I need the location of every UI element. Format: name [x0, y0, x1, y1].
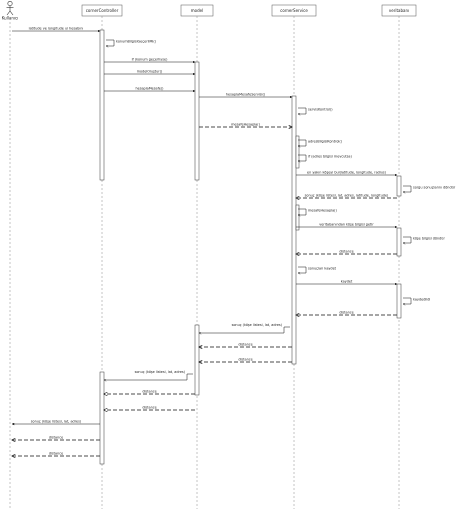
self-call-arrow: [298, 154, 307, 161]
message-4: modelOluştur(): [104, 70, 196, 76]
message-9: adresBilgisiKontrol(): [298, 140, 343, 147]
message-label: konumBilgisiGeçerliMi(): [116, 40, 157, 44]
message-27: distance: [104, 406, 195, 411]
activation-model-2: [194, 324, 200, 396]
message-20: kaydedildi: [403, 298, 430, 305]
message-5: hesaplaMesafe(): [104, 87, 196, 93]
message-label: sonuç (köşe listesi, lat, adres): [232, 323, 283, 327]
message-label: distance: [142, 390, 156, 394]
lifeline-db: veritabanı: [381, 4, 417, 509]
self-call-arrow: [298, 139, 307, 146]
message-label: if (konum geçerliyse): [132, 58, 168, 62]
actor-icon: [6, 0, 14, 16]
message-label: distance: [238, 343, 252, 347]
activation-service-nested: [295, 135, 300, 169]
message-label: distance: [339, 250, 353, 254]
message-10: if (adres bilgisi mevcutsa): [298, 155, 353, 162]
message-label: modelOluştur(): [137, 70, 163, 74]
message-label: servisKontrol(): [308, 108, 333, 112]
message-label: distance: [142, 406, 156, 410]
lifeline-label-model: model: [191, 8, 203, 13]
message-23: distance: [199, 343, 292, 348]
activation-controller-1: [99, 29, 105, 181]
self-call-arrow: [106, 39, 115, 46]
messages: latitude ve longitude ui hesabını konumBi…: [12, 27, 456, 457]
self-call-arrow: [298, 208, 307, 215]
self-call-arrow: [298, 107, 307, 114]
message-24: distance: [199, 358, 292, 363]
message-19: kaydet: [296, 280, 398, 286]
message-label: mesafeHesapla(): [231, 123, 260, 127]
message-label: köşe bilgisi döndür: [413, 237, 445, 241]
return-call-arrow: [104, 373, 193, 380]
self-call-arrow: [403, 236, 412, 243]
activation-controller-2: [99, 371, 105, 465]
message-1: latitude ve longitude ui hesabını: [12, 27, 101, 33]
lifeline-model: model: [180, 4, 214, 509]
message-label: distance: [339, 311, 353, 315]
activation-service-1: [291, 95, 297, 365]
lifelines: Kullanıcı cornerController model cornerS…: [2, 0, 417, 509]
activation-model-1: [194, 61, 200, 181]
message-label: adresBilgisiKontrol(): [308, 140, 343, 144]
message-17: distance: [296, 250, 397, 255]
message-label: distance: [238, 358, 252, 362]
message-label: sonuç (köşe listesi, lat, adres): [31, 420, 82, 424]
message-label: sonuçları kaydet: [308, 267, 337, 271]
message-label: sorgu sonuçlarını döndür: [413, 186, 456, 190]
message-label: en yakın köşeyi bul(latitude, longitude,…: [307, 171, 387, 175]
message-2: konumBilgisiGeçerliMi(): [106, 40, 157, 47]
message-label: distance: [49, 436, 63, 440]
self-call-arrow: [403, 297, 412, 304]
message-11: en yakın köşeyi bul(latitude, longitude,…: [296, 171, 398, 177]
activation-db-3: [396, 283, 402, 319]
message-13: sonuç (köşe listesi, lat, adres, latitud…: [296, 194, 397, 199]
message-label: mesafeHesapla(): [308, 209, 337, 213]
message-7: servisKontrol(): [298, 108, 333, 115]
lifeline-user: Kullanıcı: [2, 0, 19, 509]
message-label: kaydet: [341, 280, 353, 284]
message-label: sonuç (köşe listesi, lat, adres): [135, 370, 186, 374]
message-label: veritabanından köşe bilgisi getir: [319, 223, 374, 227]
activation-service-nested-2: [295, 204, 300, 231]
lifeline-label-controller: cornerController: [86, 8, 119, 13]
message-30: distance: [12, 452, 100, 457]
message-label: hesaplaMesafe(): [135, 87, 164, 91]
message-15: veritabanından köşe bilgisi getir: [296, 223, 398, 229]
message-8: mesafeHesapla(): [199, 123, 292, 128]
message-18: sonuçları kaydet: [298, 267, 337, 274]
message-label: latitude ve longitude ui hesabını: [29, 27, 84, 31]
lifeline-service: cornerService: [271, 4, 317, 509]
message-label: sonuç (köşe listesi, lat, adres, latitud…: [305, 194, 389, 198]
lifeline-label-user: Kullanıcı: [2, 16, 19, 21]
message-25: sonuç (köşe listesi, lat, adres): [104, 370, 193, 380]
message-21: distance: [296, 311, 397, 316]
lifeline-controller: cornerController: [81, 4, 123, 509]
lifeline-label-db: veritabanı: [389, 8, 409, 13]
message-12: sorgu sonuçlarını döndür: [403, 186, 456, 193]
message-label: kaydedildi: [413, 298, 430, 302]
self-call-arrow: [403, 185, 412, 192]
message-26: distance: [104, 390, 195, 395]
message-label: hesaplaMesafeServisi(): [226, 93, 266, 97]
return-call-arrow: [199, 326, 290, 333]
message-29: distance: [12, 436, 100, 441]
message-22: sonuç (köşe listesi, lat, adres): [199, 323, 290, 333]
self-call-arrow: [298, 266, 307, 273]
message-14: mesafeHesapla(): [298, 209, 337, 216]
activation-db-2: [396, 227, 402, 257]
message-28: sonuç (köşe listesi, lat, adres): [11, 420, 100, 426]
message-label: distance: [49, 452, 63, 456]
message-label: if (adres bilgisi mevcutsa): [308, 155, 353, 159]
message-16: köşe bilgisi döndür: [403, 237, 445, 244]
message-6: hesaplaMesafeServisi(): [199, 93, 293, 99]
message-3: if (konum geçerliyse): [104, 58, 196, 64]
lifeline-label-service: cornerService: [280, 8, 308, 13]
activation-db-1: [396, 175, 402, 197]
